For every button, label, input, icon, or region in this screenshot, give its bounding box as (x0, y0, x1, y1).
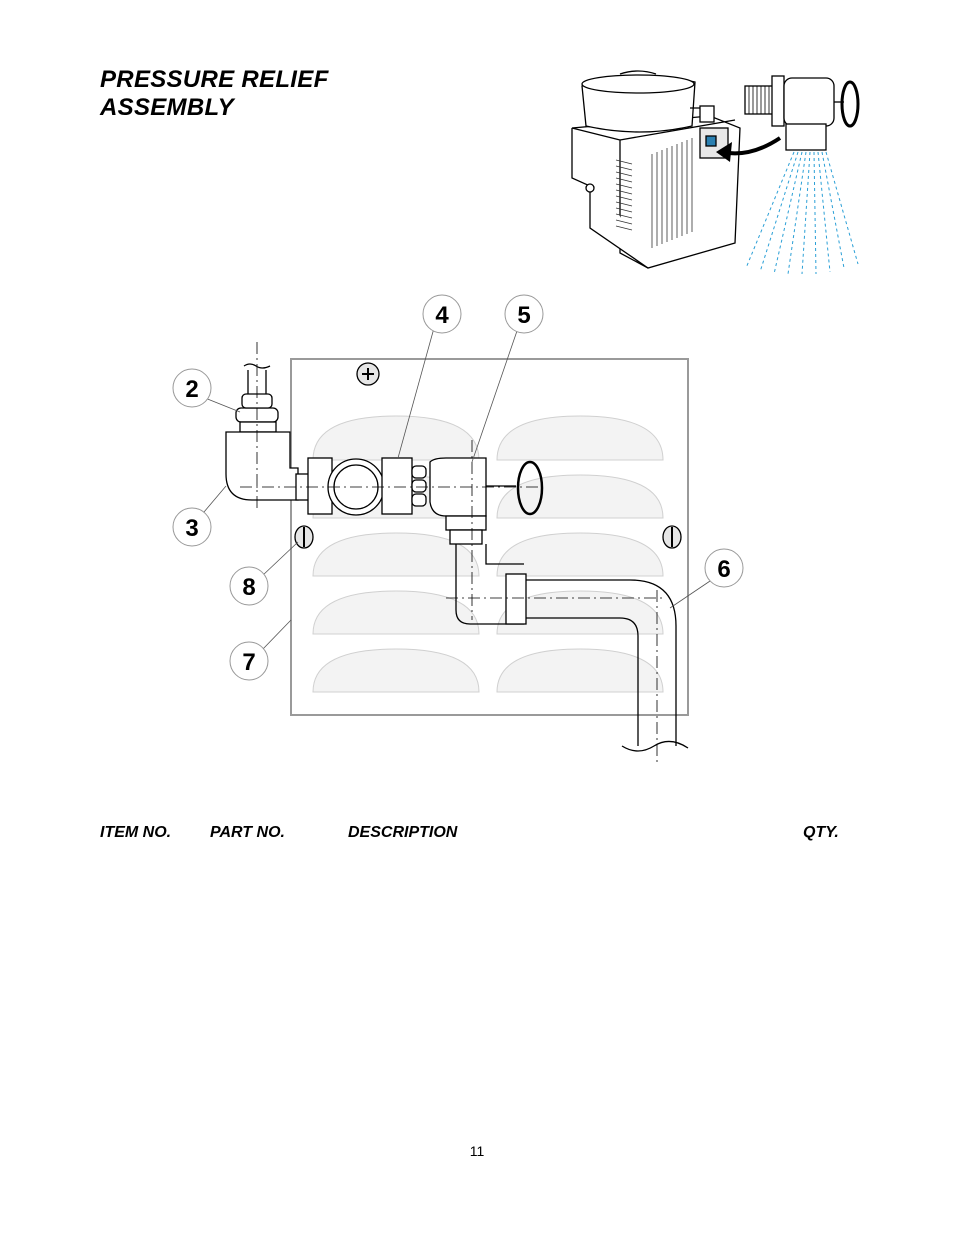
arrow-head (716, 142, 732, 162)
inlet-pipe-fitting (235, 363, 279, 433)
elbow-fitting (225, 431, 299, 501)
screw-top (356, 362, 380, 386)
discharge-pipe (455, 544, 689, 752)
screw-right (662, 525, 682, 549)
relief-valve-detail (744, 75, 860, 151)
callout-3: 3 (172, 507, 212, 547)
column-qty: QTY. (803, 824, 839, 841)
svg-text:6: 6 (717, 556, 730, 583)
parts-table-header: ITEM NO. PART NO. DESCRIPTION QTY. (0, 824, 954, 844)
svg-text:7: 7 (242, 649, 255, 676)
steam-spray (745, 151, 859, 275)
kettle-cabinet (571, 115, 741, 269)
pressure-relief-assembly-diagram: 2 3 4 5 6 8 7 (172, 294, 744, 766)
panel-louvers (312, 415, 664, 693)
kettle-bowl (581, 70, 715, 133)
column-part-no: PART NO. (210, 824, 285, 841)
svg-text:8: 8 (242, 574, 255, 601)
svg-text:4: 4 (435, 302, 449, 329)
svg-text:3: 3 (185, 515, 198, 542)
kettle-overview-illustration (571, 70, 860, 275)
title-line-2: ASSEMBLY (100, 94, 234, 121)
centerlines (240, 342, 664, 766)
callout-7: 7 (229, 641, 269, 681)
page-number: 11 (469, 1143, 485, 1159)
column-item-no: ITEM NO. (100, 824, 172, 841)
callout-8: 8 (229, 566, 269, 606)
svg-text:5: 5 (517, 302, 530, 329)
screw-left (294, 525, 314, 549)
valve-body (307, 457, 427, 516)
callout-2: 2 (172, 368, 212, 408)
callout-6: 6 (704, 548, 744, 588)
svg-text:2: 2 (185, 376, 198, 403)
callout-4: 4 (422, 294, 462, 334)
title-line-1: PRESSURE RELIEF (100, 66, 329, 93)
callout-5: 5 (504, 294, 544, 334)
column-description: DESCRIPTION (348, 824, 458, 841)
leader-lines (203, 327, 717, 651)
page-title: PRESSURE RELIEF ASSEMBLY (100, 66, 329, 122)
